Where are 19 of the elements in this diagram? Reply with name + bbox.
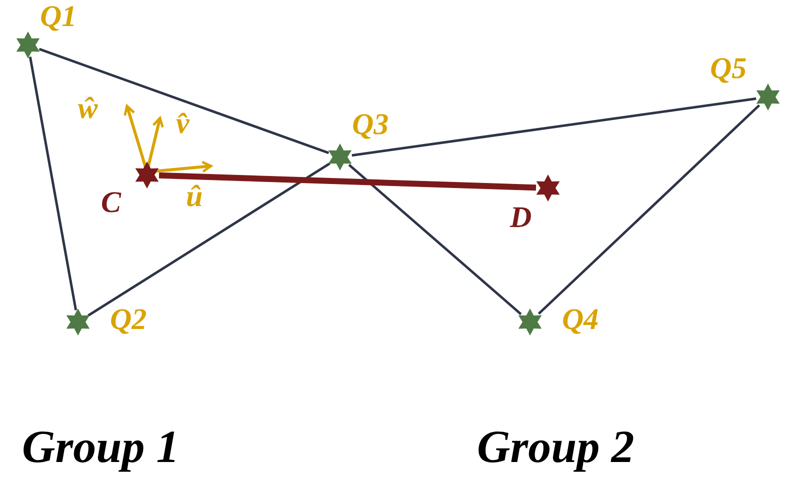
point-label: Q3 [352, 109, 389, 141]
line [28, 56, 78, 310]
line [87, 162, 331, 317]
line [538, 104, 760, 315]
group-label: Group 1 [22, 420, 180, 473]
group-label: Group 2 [477, 420, 634, 473]
point-label: Q5 [710, 53, 747, 85]
vector-label: ŵ [78, 92, 98, 126]
point-label: C [101, 187, 122, 219]
line [348, 164, 522, 316]
line [38, 48, 330, 154]
point-label: D [510, 202, 532, 234]
vector-label: v̂ [176, 107, 190, 141]
thick-line [158, 172, 536, 191]
point-label: Q4 [562, 304, 599, 336]
vector-label: û [186, 180, 203, 214]
point-label: Q2 [110, 304, 147, 336]
line [352, 97, 756, 157]
point-label: Q1 [40, 1, 77, 33]
